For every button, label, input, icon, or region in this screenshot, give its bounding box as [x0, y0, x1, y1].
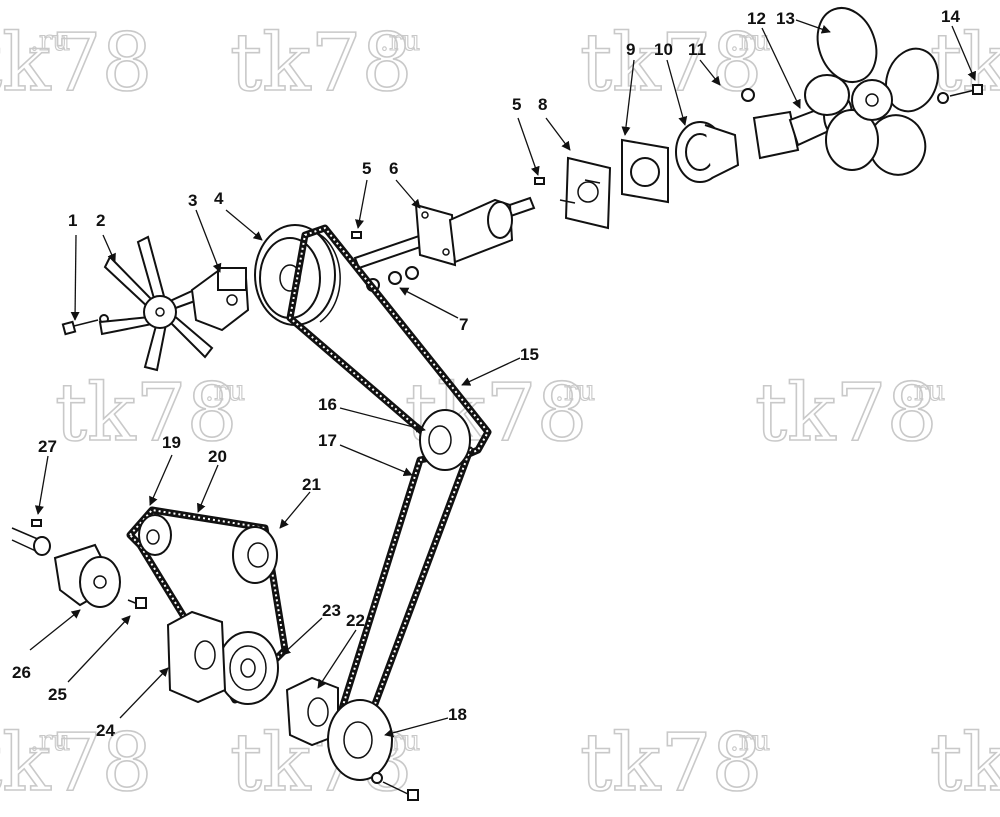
belt-upper: [286, 224, 492, 464]
watermark: tk78.ru: [754, 365, 946, 460]
leader-lines: [29, 19, 976, 738]
callout-14: 14: [941, 7, 960, 26]
callout-23: 23: [322, 601, 341, 620]
part-pulley-23: [217, 631, 279, 705]
part-nut-11: [741, 88, 755, 102]
part-collar-10: [675, 121, 740, 183]
svg-text:.ru: .ru: [730, 724, 770, 757]
callout-9: 9: [626, 40, 635, 59]
svg-text:tk78: tk78: [0, 16, 152, 109]
callout-13: 13: [776, 9, 795, 28]
callout-12: 12: [747, 9, 766, 28]
watermark: tk78.ru: [54, 365, 246, 460]
callout-24: 24: [96, 721, 115, 740]
part-pulley-19: [138, 514, 172, 556]
part-key-27: [31, 519, 42, 527]
svg-text:tk78: tk78: [580, 716, 762, 809]
svg-text:tk78: tk78: [230, 16, 412, 109]
svg-text:.ru: .ru: [205, 374, 245, 407]
part-bolt-14: [937, 84, 983, 104]
callout-21: 21: [302, 475, 321, 494]
svg-text:tk78: tk78: [930, 716, 1000, 809]
svg-text:.ru: .ru: [30, 724, 70, 757]
svg-text:tk78: tk78: [580, 16, 762, 109]
callout-3: 3: [188, 191, 197, 210]
callout-8: 8: [538, 95, 547, 114]
part-plate-8: [559, 156, 612, 230]
part-bolt-25: [127, 597, 147, 609]
part-hub-3: [190, 266, 250, 332]
callout-17: 17: [318, 431, 337, 450]
part-fan-13: [804, 7, 939, 176]
callout-10: 10: [654, 40, 673, 59]
callout-16: 16: [318, 395, 337, 414]
part-pulley-21: [232, 526, 278, 584]
callout-5b: 5: [512, 95, 521, 114]
callout-20: 20: [208, 447, 227, 466]
callout-26: 26: [12, 663, 31, 682]
svg-text:tk78: tk78: [0, 716, 152, 809]
svg-text:tk78: tk78: [755, 366, 937, 459]
callout-22: 22: [346, 611, 365, 630]
svg-text:.ru: .ru: [555, 374, 595, 407]
watermark: tk78.ru: [0, 715, 153, 810]
part-key-5: [351, 231, 362, 239]
part-hub-26: [11, 527, 121, 608]
svg-text:.ru: .ru: [30, 24, 70, 57]
part-pulley-16: [419, 409, 471, 471]
part-bracket-24: [166, 610, 227, 704]
callout-labels: 1 2 3 4 5 5 6 7 8 9 10 11 12 13 14 15 16…: [12, 7, 960, 740]
part-key-5b: [534, 177, 545, 185]
callout-18: 18: [448, 705, 467, 724]
part-housing-6: [414, 198, 514, 267]
callout-1: 1: [68, 211, 77, 230]
watermark: tk78.ru: [229, 15, 421, 110]
callout-7: 7: [459, 315, 468, 334]
part-pulley-18: [327, 699, 419, 801]
svg-text:.ru: .ru: [380, 24, 420, 57]
callout-4: 4: [214, 189, 224, 208]
watermark-layer: tk78.ru tk78.ru tk78.ru tk78 tk78.ru tk7…: [0, 15, 1000, 810]
callout-27: 27: [38, 437, 57, 456]
callout-19: 19: [162, 433, 181, 452]
callout-11: 11: [688, 40, 706, 59]
callout-5: 5: [362, 159, 371, 178]
watermark: tk78: [929, 715, 1000, 810]
watermark: tk78.ru: [579, 15, 771, 110]
callout-15: 15: [520, 345, 539, 364]
watermark: tk78.ru: [0, 15, 153, 110]
svg-text:.ru: .ru: [730, 24, 770, 57]
callout-2: 2: [96, 211, 105, 230]
svg-text:tk78: tk78: [55, 366, 237, 459]
callout-25: 25: [48, 685, 67, 704]
callout-6: 6: [389, 159, 398, 178]
part-flange-9: [621, 138, 669, 204]
watermark: tk78.ru: [579, 715, 771, 810]
svg-text:.ru: .ru: [905, 374, 945, 407]
